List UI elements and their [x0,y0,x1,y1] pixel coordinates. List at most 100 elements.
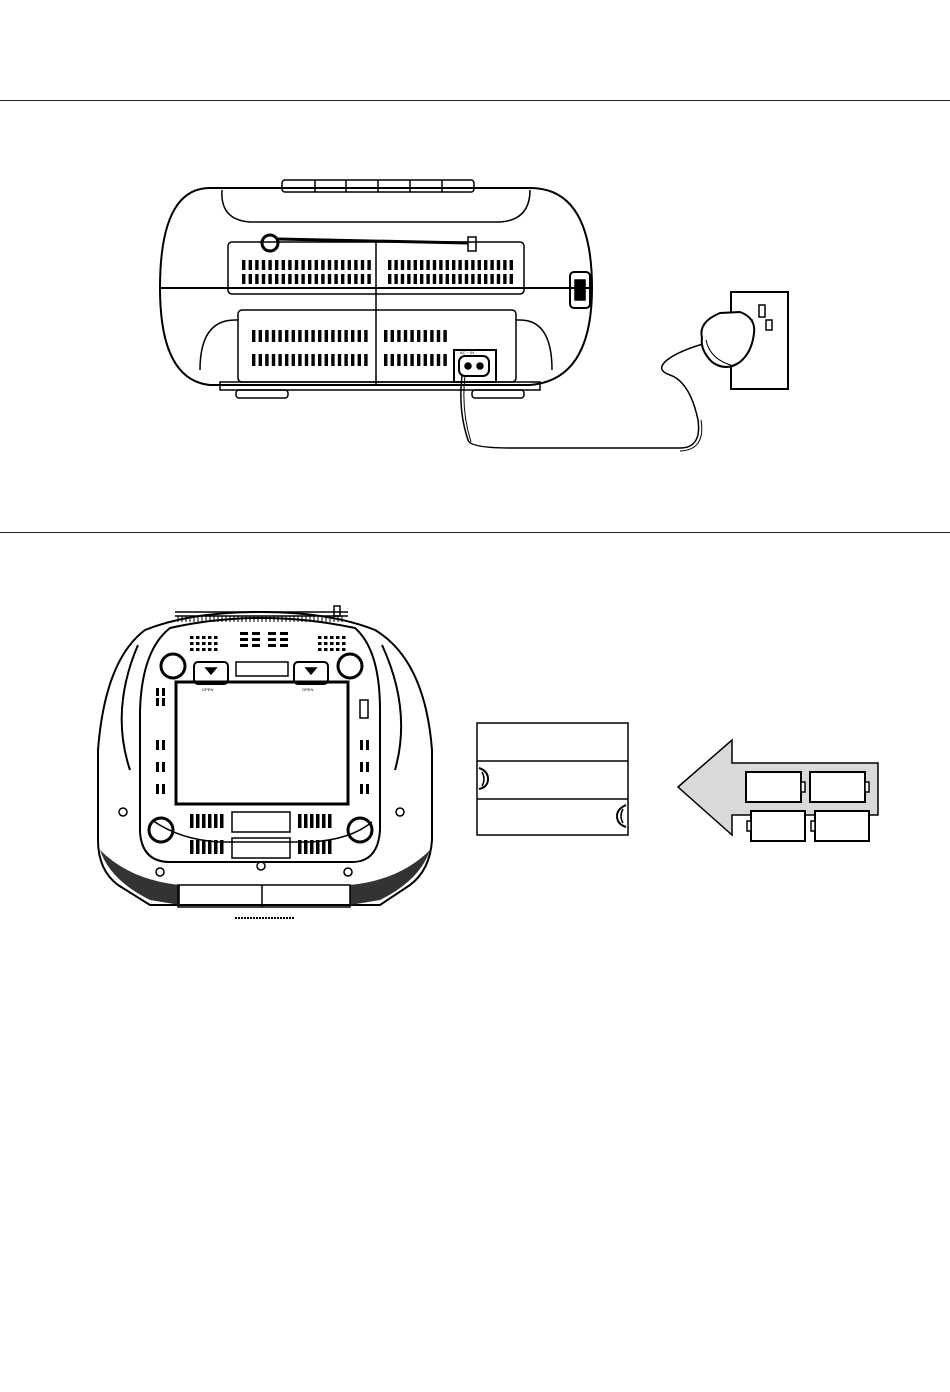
grille-slot [275,274,278,284]
grille-slot [298,354,301,366]
grille-slot [443,354,446,366]
grille-slot [348,274,351,284]
grille-slot [384,330,387,342]
grille-slot [401,274,404,284]
grille-slot [156,698,159,706]
grille-slot [240,632,248,635]
grille-slot [280,638,288,641]
grille-slot [342,642,346,645]
grille-slot [358,330,361,342]
grille-slot [490,274,493,284]
grille-slot [430,354,433,366]
grille-slot [478,260,481,270]
grille-slot [298,814,302,828]
grille-slot [252,638,260,641]
battery-compartment-cover [176,682,348,804]
grille-slot [344,354,347,366]
grille-slot [334,260,337,270]
battery-cell [810,772,869,802]
grille-slot [304,840,308,854]
svg-text:OPEN: OPEN [202,687,213,692]
grille-slot [280,644,288,647]
foot-left [236,390,288,398]
grille-slot [458,274,461,284]
grille-slot [318,330,321,342]
bottom-view: OPEN OPEN [90,600,440,925]
grille-slot [242,274,245,284]
grille-slot [430,330,433,342]
rubber-foot [338,654,362,678]
grille-slot [282,260,285,270]
grille-slot [424,330,427,342]
power-cable [461,342,710,448]
grille-slot [458,260,461,270]
battery-cell [747,811,805,841]
grille-slot [401,260,404,270]
grille-slot [426,260,429,270]
grille-slot [292,330,295,342]
grille-slot [318,636,322,639]
grille-slot [325,354,328,366]
grille-slots-upper [242,260,513,284]
power-adapter-plug [701,312,754,367]
grille-slot [252,632,260,635]
grille-slot [249,260,252,270]
grille-slot [255,260,258,270]
grille-slot [437,354,440,366]
grille-slot [208,642,212,645]
grille-slot [433,274,436,284]
grille-slot [288,260,291,270]
section-divider-top [0,100,950,101]
grille-slot [324,642,328,645]
grille-slot [407,260,410,270]
grille-slot [255,274,258,284]
grille-slot [252,354,255,366]
grille-slot [214,636,218,639]
grille-slot [443,330,446,342]
grille-slot [321,274,324,284]
grille-slot [240,638,248,641]
grille-slot [278,330,281,342]
grille-slot [342,636,346,639]
grille-slot [361,260,364,270]
grille-slot [208,814,212,828]
grille-slot [452,260,455,270]
grille-slot [410,354,413,366]
grille-slot [252,644,260,647]
grille-slot [308,274,311,284]
grille-slot [407,274,410,284]
grille-slot [208,840,212,854]
grille-slot [510,260,513,270]
grille-slot [196,642,200,645]
grille-slot [465,274,468,284]
grille-slot [360,740,363,750]
grille-slot [282,274,285,284]
grille-slot [331,330,334,342]
grille-slot [162,688,165,696]
grille-slot [265,354,268,366]
grille-slot [190,636,194,639]
screw [257,862,265,870]
grille-slot [301,274,304,284]
grille-slot [420,274,423,284]
grille-slot [341,260,344,270]
grille-slot [318,648,322,651]
grille-slot [439,274,442,284]
grille-slot [202,814,206,828]
svg-text:OPEN: OPEN [302,687,313,692]
grille-slot [328,840,332,854]
grille-slot [484,260,487,270]
grille-slot [330,642,334,645]
grille-slot [394,260,397,270]
grille-slot [388,260,391,270]
ac-in-label: AC ~ IN [460,350,474,355]
grille-slot [190,840,194,854]
grille-slot [315,274,318,284]
grille-slot [268,644,276,647]
grille-slot [391,354,394,366]
grille-slot [417,354,420,366]
grille-slot [162,740,165,750]
grille-slot [334,274,337,284]
grille-slot [397,330,400,342]
back-view-mains-connection: AC ~ IN [150,170,810,460]
